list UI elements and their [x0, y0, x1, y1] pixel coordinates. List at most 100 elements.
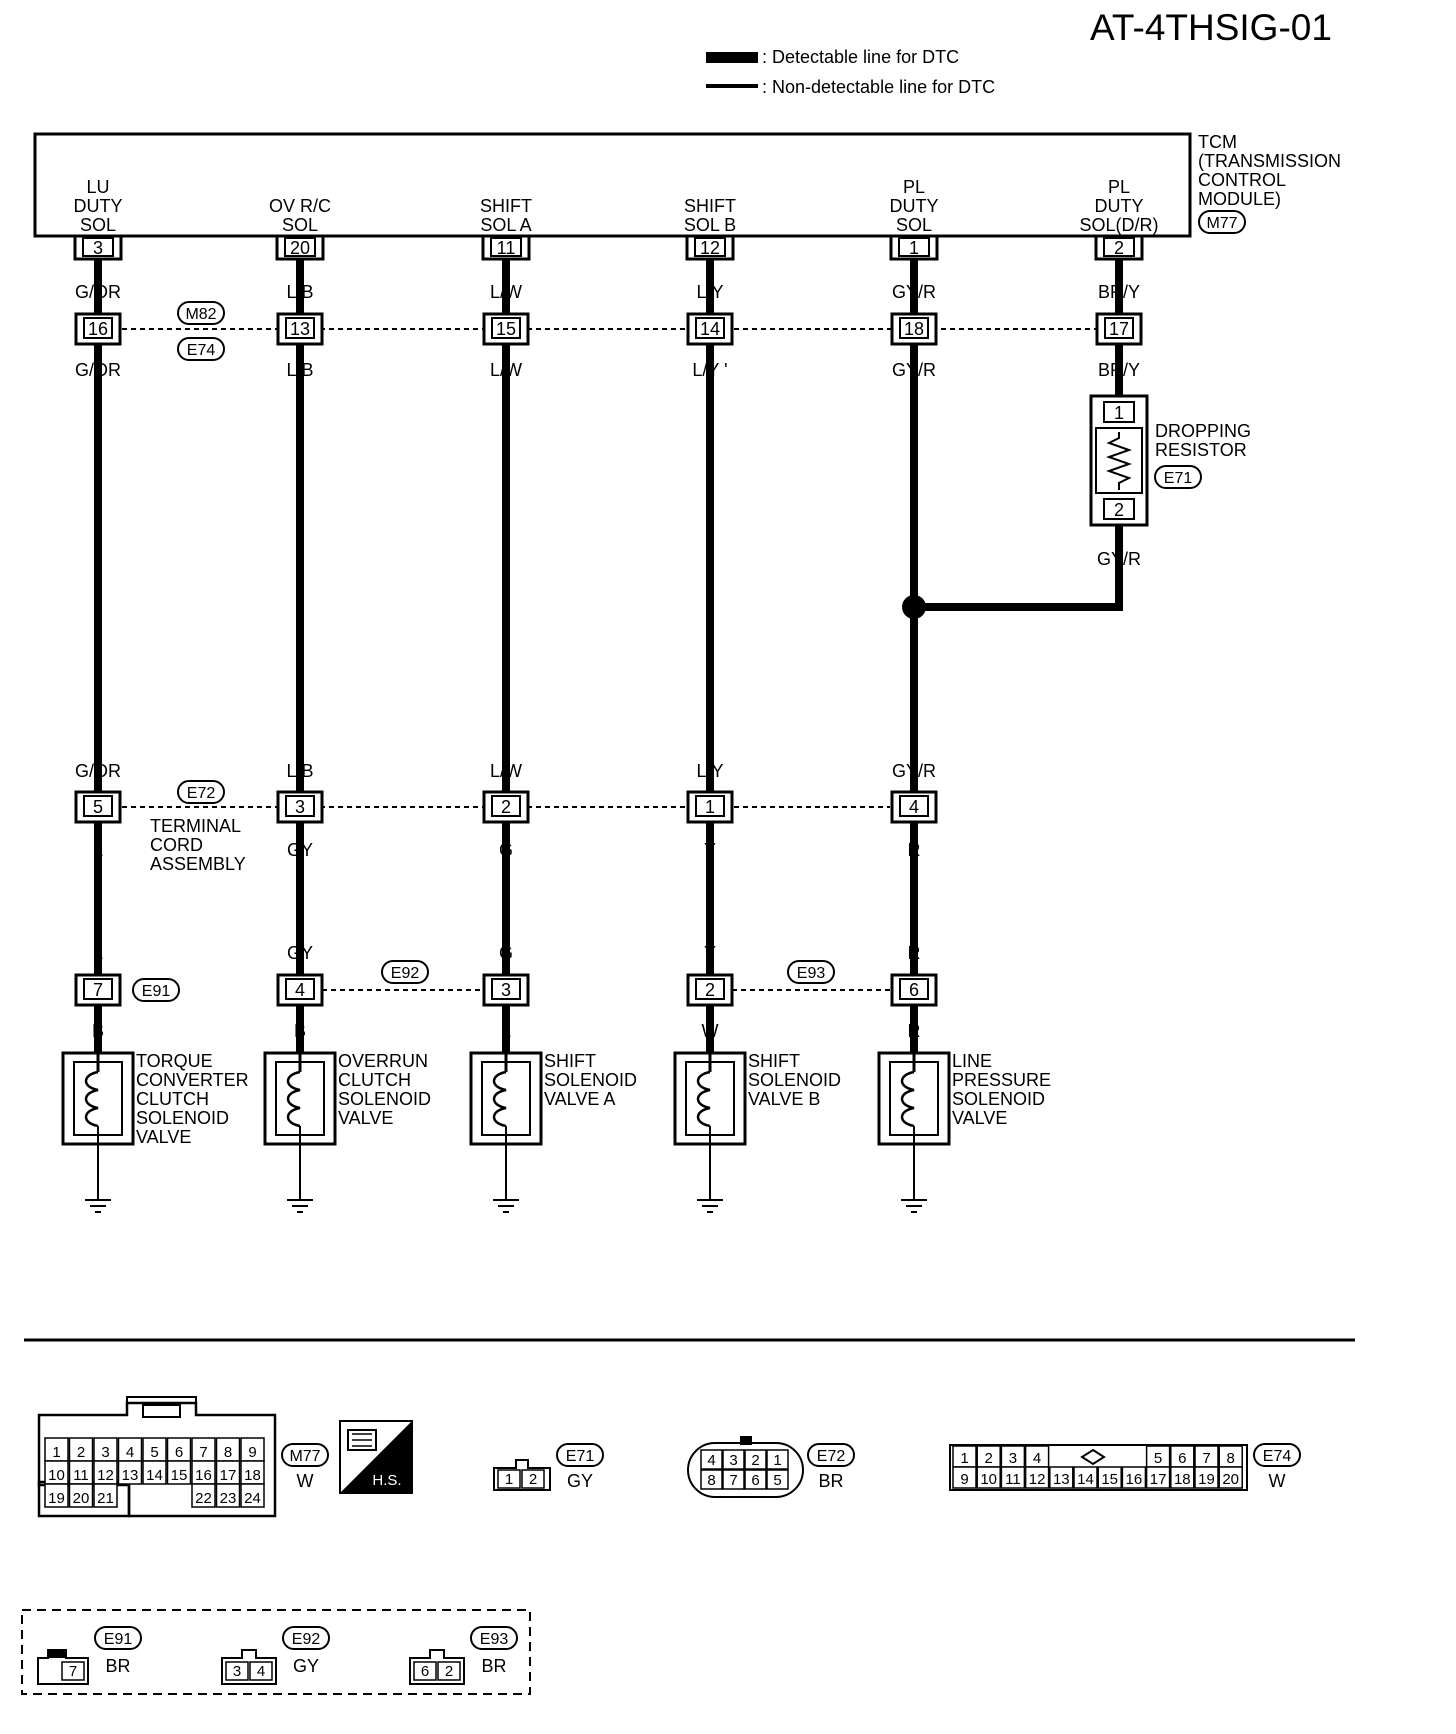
e74-cell-number: 14 — [1077, 1471, 1094, 1488]
svg-text:CONTROL: CONTROL — [1198, 170, 1286, 190]
solenoid-label: VALVE — [952, 1108, 1007, 1128]
m77-cell — [191, 1483, 216, 1508]
wire-color-label: L — [501, 1021, 511, 1041]
wire-color-label: GY/R — [892, 360, 936, 380]
wire-color-label: R — [908, 1021, 921, 1041]
e72-cell-number: 8 — [707, 1472, 715, 1489]
joint-e72-terminal-number: 4 — [909, 797, 919, 817]
wire-color-label: R — [908, 943, 921, 963]
hs-label: H.S. — [372, 1472, 401, 1489]
m77-cell-number: 17 — [220, 1467, 237, 1484]
connector-e71-oval — [1154, 465, 1202, 489]
solenoid-label: SOLENOID — [136, 1108, 229, 1128]
resistor-pin-number: 2 — [1114, 500, 1124, 520]
view-e74-id-label: E74 — [1263, 1448, 1292, 1465]
e74-cell-number: 2 — [985, 1450, 993, 1467]
tcm-terminal-pin — [898, 237, 930, 257]
e93-cell — [437, 1661, 461, 1681]
view-e92-color: GY — [293, 1656, 319, 1676]
connector-e92-label: E92 — [391, 965, 420, 982]
e71-shell — [493, 1459, 551, 1491]
m77-cell-number: 24 — [244, 1490, 261, 1507]
solenoid-label: VALVE A — [544, 1089, 615, 1109]
tcm-terminal-label: SOL — [282, 215, 318, 235]
m77-cell-number: 22 — [195, 1490, 212, 1507]
solenoid-label: TORQUE — [136, 1051, 213, 1071]
connector-e72-label: E72 — [187, 785, 216, 802]
wire-color-label: L/B — [286, 360, 313, 380]
e72-cell — [700, 1469, 723, 1490]
e72-cell — [722, 1449, 745, 1470]
resistor-pin-number: 1 — [1114, 403, 1124, 423]
view-e71-id-label: E71 — [566, 1448, 595, 1465]
e72-cell-number: 2 — [751, 1452, 759, 1469]
e74-cell — [1097, 1466, 1122, 1489]
connector-m82-oval — [177, 301, 225, 325]
legend-detectable: : Detectable line for DTC — [762, 47, 959, 67]
tcm-terminal-label: OV R/C — [269, 196, 331, 216]
hs-connector-icon-lines — [352, 1433, 372, 1447]
wire-color-label: B — [92, 1021, 104, 1041]
wire-color-label: L/Y — [696, 282, 723, 302]
joint-m82-terminal-pin — [695, 317, 725, 339]
tcm-terminal-pin — [82, 237, 114, 257]
tcm-terminal-label: SOL B — [684, 215, 736, 235]
e74-cell-number: 18 — [1174, 1471, 1191, 1488]
view-e93-color: BR — [481, 1656, 506, 1676]
solenoid-label: PRESSURE — [952, 1070, 1051, 1090]
e74-cell-number: 20 — [1222, 1471, 1239, 1488]
tcm-connector-id — [1198, 210, 1246, 234]
m77-cell-number: 11 — [73, 1467, 89, 1484]
e74-cell — [952, 1466, 977, 1489]
m77-cell-number: 23 — [220, 1490, 237, 1507]
view-e93-id-oval — [470, 1626, 518, 1650]
e72-cell-number: 1 — [773, 1452, 781, 1469]
joint-e72-terminal-number: 3 — [295, 797, 305, 817]
joint-e9x-terminal-number: 3 — [501, 980, 511, 1000]
view-e91-color: BR — [105, 1656, 130, 1676]
wire-color-label: L/W — [490, 282, 522, 302]
solenoid-label: SOLENOID — [952, 1089, 1045, 1109]
m77-cell-number: 9 — [248, 1444, 256, 1461]
e74-cell-number: 3 — [1009, 1450, 1017, 1467]
m77-cell — [93, 1483, 118, 1508]
tcm-terminal-pin — [284, 237, 316, 257]
joint-e9x-terminal-pin — [491, 978, 521, 1000]
e74-cell — [1170, 1466, 1195, 1489]
m77-cell — [166, 1460, 192, 1485]
solenoid-label: VALVE — [338, 1108, 393, 1128]
connector-e74-label: E74 — [187, 342, 216, 359]
e74-cell-number: 16 — [1126, 1471, 1143, 1488]
joint-m82-terminal-number: 18 — [904, 319, 924, 339]
e74-cell-number: 17 — [1150, 1471, 1167, 1488]
solenoid-inner — [73, 1061, 123, 1136]
wire-resistor-return — [914, 525, 1123, 611]
wire-color-label: BR/Y — [1098, 282, 1140, 302]
solenoid-coil — [492, 1070, 507, 1128]
wire-color-label: G/OR — [75, 282, 121, 302]
wire-color-label: L/W — [490, 761, 522, 781]
joint-m82-terminal-pin — [491, 317, 521, 339]
tcm-terminal-label: PL — [1108, 177, 1130, 197]
view-m77-color: W — [297, 1471, 314, 1491]
e72-cell-number: 7 — [729, 1472, 737, 1489]
connector-e74-oval — [177, 337, 225, 361]
solenoid-coil — [286, 1070, 301, 1128]
wire-color-label: L/B — [286, 761, 313, 781]
view-e91-id-oval — [94, 1626, 142, 1650]
m77-cell-number: 18 — [244, 1467, 261, 1484]
joint-m82-terminal-number: 14 — [700, 319, 720, 339]
e74-cell-number: 7 — [1202, 1450, 1210, 1467]
m77-cell-number: 16 — [195, 1467, 212, 1484]
joint-m82-terminal-pin — [1104, 317, 1134, 339]
joint-e9x-terminal-number: 7 — [93, 980, 103, 1000]
svg-text:TCM: TCM — [1198, 132, 1237, 152]
solenoid-label: SHIFT — [544, 1051, 596, 1071]
joint-m82-terminal-number: 17 — [1109, 319, 1129, 339]
connector-e72-oval — [177, 780, 225, 804]
solenoid-label: VALVE B — [748, 1089, 820, 1109]
tcm-terminal-label: SHIFT — [684, 196, 736, 216]
m77-cell — [142, 1460, 167, 1485]
